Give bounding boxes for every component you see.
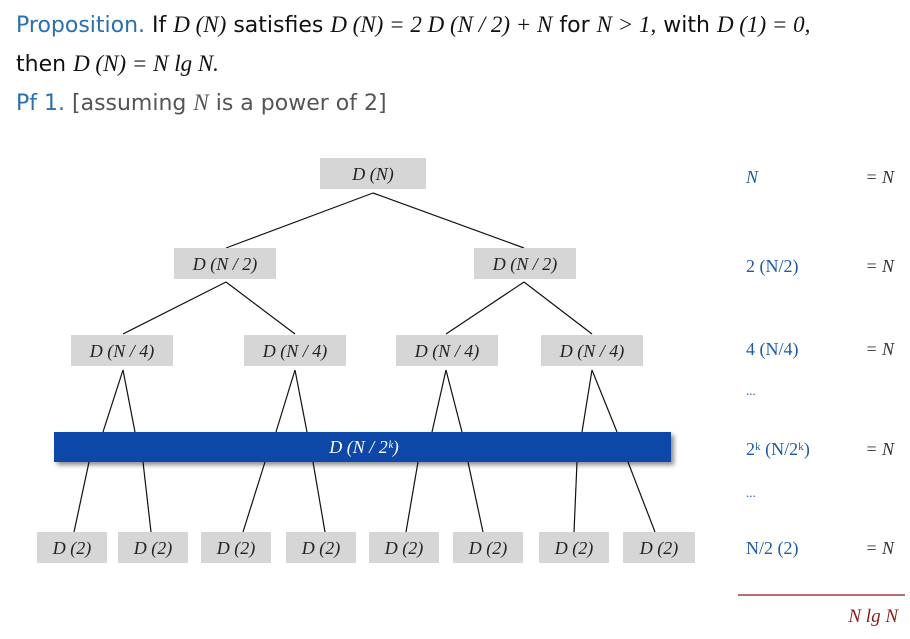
row-value: N/2 (2) [746,538,799,559]
row-value: 2ᵏ (N/2ᵏ) [746,439,810,460]
edge [627,461,656,533]
node-box [71,335,173,366]
row-equals: = N [865,339,895,359]
recurrence: D (N) = 2 D (N / 2) + N [330,12,553,37]
node-label: D (N / 2) [492,254,558,275]
leaf-box [37,532,107,563]
proposition-label: Proposition. [16,13,146,38]
leaf-label: D (2) [216,538,256,559]
edge [242,461,266,533]
conclusion: D (N) = N lg N. [73,51,219,76]
tree-node-level2: D (N / 4) [396,335,498,366]
proposition-line-2: then D (N) = N lg N. [16,45,810,84]
edge [372,192,525,249]
row-equals: = N [865,167,895,187]
node-box [541,335,643,366]
edge [467,461,484,533]
band-label: D (N / 2ᵏ) [328,437,399,458]
for-word: for [559,13,590,38]
edge [405,461,419,533]
leaf-label: D (2) [468,538,508,559]
satisfies-word: satisfies [233,13,324,38]
node-box [474,248,576,279]
row-ellipsis: ... [746,485,756,500]
if-word: If [152,13,167,38]
row-value: 4 (N/4) [746,339,799,360]
leaf-box [201,532,271,563]
proposition-heading: Proposition. If D (N) satisfies D (N) = … [16,6,810,123]
row-equals: = N [865,538,895,558]
edge [294,369,308,433]
edge [102,369,124,433]
leaf-label: D (2) [133,538,173,559]
edge [581,369,593,433]
edge [445,281,525,335]
row-equals: = N [865,256,895,276]
proposition-line-1: Proposition. If D (N) satisfies D (N) = … [16,6,810,45]
node-label: D (N / 4) [262,341,328,362]
node-label: D (N / 2) [192,254,258,275]
node-label: D (N / 4) [559,341,625,362]
then-word: then [16,52,67,77]
tree-edges [73,192,656,533]
node-box [396,335,498,366]
edge [225,281,296,335]
base-case: D (1) = 0, [716,12,811,37]
edge [591,369,618,433]
edge [122,281,227,335]
leaf-label: D (2) [639,538,679,559]
edge [275,369,296,433]
with-word: with [663,13,710,38]
leaf-box [118,532,188,563]
leaf-box [369,532,439,563]
level-k-band: D (N / 2ᵏ) [54,432,671,462]
row-ellipsis: ... [746,383,756,398]
band-box [54,432,671,462]
leaf-box [453,532,523,563]
node-label: D (N / 4) [89,341,155,362]
edge [523,281,593,335]
total-label: N lg N [847,606,899,627]
proof-line: Pf 1. [assuming N is a power of 2] [16,84,810,123]
tree-leaves: D (2) D (2) D (2) D (2) D (2) D (2) D (2… [37,532,695,563]
tree-node-level2: D (N / 4) [71,335,173,366]
tree-node-level1: D (N / 2) [174,248,276,279]
condition: N > 1, [596,12,657,37]
node-box [174,248,276,279]
leaf-box [623,532,695,563]
node-box [244,335,346,366]
edge [445,369,463,433]
tree-node-level1: D (N / 2) [474,248,576,279]
row-equals: = N [865,439,895,459]
tree-node-level2: D (N / 4) [244,335,346,366]
node-label: D (N / 4) [414,341,480,362]
level-costs: N = N 2 (N/2) = N 4 (N/4) = N ... 2ᵏ (N/… [745,167,895,559]
edge [573,461,578,533]
row-value: 2 (N/2) [746,256,799,277]
leaf-box [539,532,609,563]
node-box [320,158,426,189]
leaf-label: D (2) [52,538,92,559]
edge [225,192,374,249]
edge [73,461,90,533]
leaf-label: D (2) [301,538,341,559]
tree-node-root: D (N) [320,158,426,189]
tree-node-level2: D (N / 4) [541,335,643,366]
recurrence-lhs: D (N) [173,12,227,37]
assumption-var: N [193,90,209,115]
leaf-label: D (2) [384,538,424,559]
edge [312,461,326,533]
assumption-close: is a power of 2] [215,91,387,116]
proof-label: Pf 1. [16,91,65,116]
node-label: D (N) [351,164,394,185]
leaf-label: D (2) [554,538,594,559]
edge [142,461,152,533]
leaf-box [286,532,356,563]
edge [431,369,447,433]
edge [122,369,136,433]
row-value: N [745,167,759,187]
assumption-open: [assuming [72,91,187,116]
